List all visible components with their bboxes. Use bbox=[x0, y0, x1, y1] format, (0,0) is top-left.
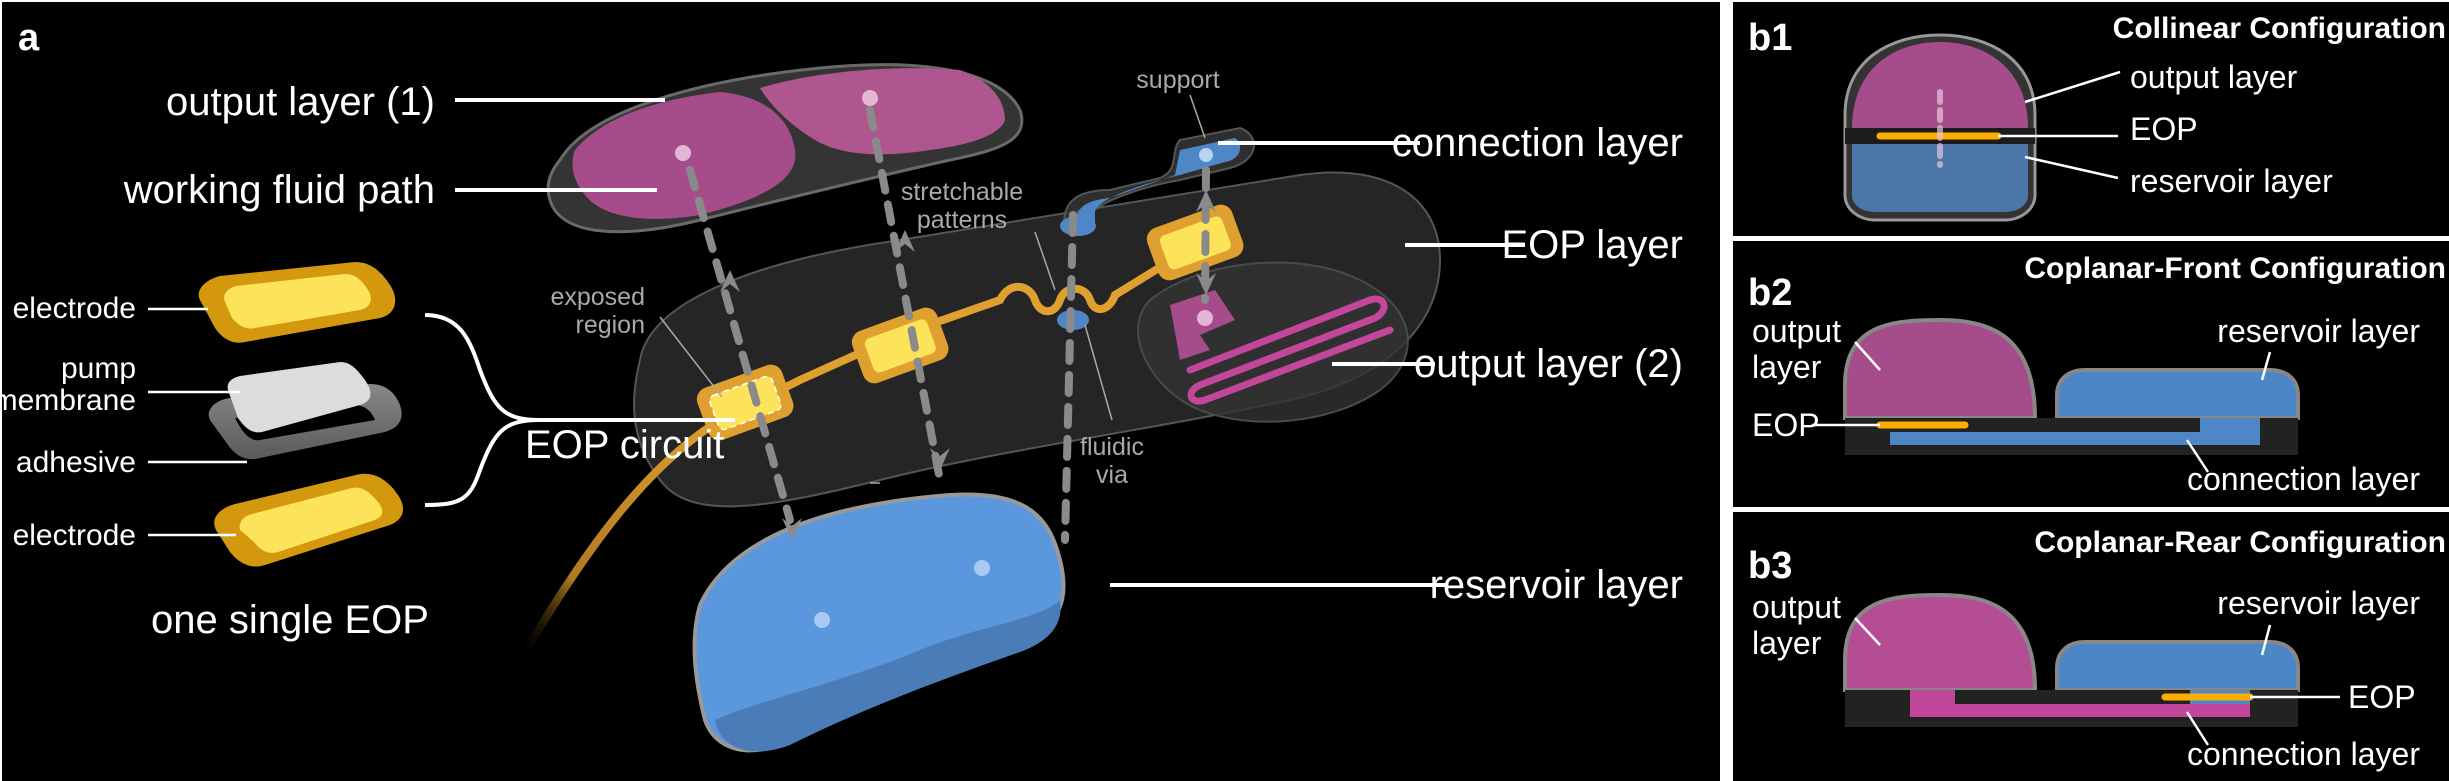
panel-b2-label: b2 bbox=[1748, 272, 1792, 314]
flow-arrow bbox=[1061, 211, 1077, 544]
label-one-single-eop: one single EOP bbox=[151, 598, 429, 642]
leader-line bbox=[1189, 94, 1206, 139]
label-eop-circuit: EOP circuit bbox=[525, 423, 724, 467]
b3-output-layer bbox=[1843, 592, 2038, 692]
b2-label-reservoir: reservoir layer bbox=[2217, 313, 2420, 349]
electrode-bottom bbox=[214, 473, 404, 567]
b1-label-eop: EOP bbox=[2130, 111, 2198, 147]
leader-line bbox=[2024, 155, 2119, 180]
label-working-fluid-path: working fluid path bbox=[123, 168, 435, 212]
brace bbox=[424, 313, 541, 507]
leader-line bbox=[2024, 70, 2121, 104]
fluid-dot bbox=[862, 90, 878, 106]
leader-line bbox=[2260, 624, 2272, 656]
b1-label-reservoir: reservoir layer bbox=[2130, 163, 2333, 199]
small-leader-lines bbox=[659, 94, 1206, 484]
leader-line bbox=[2185, 711, 2210, 746]
label-exposed-line1: exposed bbox=[550, 283, 645, 311]
arrowhead-icon bbox=[930, 448, 950, 470]
label-pump-line1: pump bbox=[61, 352, 136, 385]
b3-connection-layer bbox=[1910, 704, 2250, 717]
label-electrode-top: electrode bbox=[13, 292, 136, 325]
panel-b1-title: Collinear Configuration bbox=[2113, 12, 2446, 45]
b1-reservoir-layer bbox=[1852, 144, 2028, 212]
label-support: support bbox=[1136, 66, 1219, 94]
leader-line bbox=[1854, 341, 1881, 371]
b3-label-reservoir: reservoir layer bbox=[2217, 585, 2420, 621]
single-eop-stack bbox=[198, 262, 735, 567]
circuit-pad-2 bbox=[851, 307, 949, 384]
label-electrode-bottom: electrode bbox=[13, 519, 136, 552]
flow-arrow bbox=[686, 166, 794, 524]
arrow-heads bbox=[720, 190, 1216, 540]
b2-reservoir-layer bbox=[2055, 368, 2300, 420]
b2-output-layer bbox=[1843, 317, 2038, 420]
circuit-pad-3 bbox=[1146, 204, 1244, 281]
label-connection-layer: connection layer bbox=[1392, 121, 1683, 165]
leader-line bbox=[659, 316, 723, 398]
label-output-layer-1: output layer (1) bbox=[166, 80, 435, 124]
label-stretchable-line1: stretchable bbox=[901, 178, 1023, 206]
b3-label-eop: EOP bbox=[2348, 679, 2416, 715]
panel-b2-title: Coplanar-Front Configuration bbox=[2024, 252, 2446, 285]
fluid-dot bbox=[675, 145, 691, 161]
panel-b3-label: b3 bbox=[1748, 545, 1792, 587]
b3-leaders bbox=[1854, 617, 2340, 746]
leader-line bbox=[1084, 324, 1113, 421]
output-layer-1 bbox=[546, 63, 1024, 234]
b1-label-output: output layer bbox=[2130, 59, 2298, 95]
panel-b1-label: b1 bbox=[1748, 17, 1792, 59]
label-reservoir-layer: reservoir layer bbox=[1430, 563, 1683, 607]
b3-label-output-line2: layer bbox=[1752, 625, 1822, 661]
output-lobe-right bbox=[760, 68, 1005, 155]
b3-cross-section bbox=[1843, 592, 2300, 727]
b2-label-output-line1: output bbox=[1752, 313, 1841, 349]
electrode-top bbox=[198, 262, 396, 343]
b2-cross-section bbox=[1843, 317, 2300, 455]
panel-a-label: a bbox=[18, 17, 40, 59]
b1-cross-section bbox=[1843, 33, 2037, 222]
label-pump-line2: membrane bbox=[0, 384, 136, 417]
b3-reservoir-layer bbox=[2055, 640, 2300, 692]
output-layer-2-shape bbox=[1170, 290, 1394, 405]
arrowhead-icon bbox=[1196, 273, 1216, 295]
panel-b3-title: Coplanar-Rear Configuration bbox=[2034, 526, 2446, 559]
label-fluidic-line2: via bbox=[1096, 461, 1128, 489]
fluid-dot bbox=[974, 560, 990, 576]
flow-arrow bbox=[866, 106, 944, 484]
label-eop-layer: EOP layer bbox=[1501, 223, 1683, 267]
b2-leaders bbox=[1812, 341, 2272, 473]
b3-label-connection: connection layer bbox=[2187, 736, 2420, 772]
label-stretchable-line2: patterns bbox=[917, 206, 1007, 234]
leader-line bbox=[2260, 351, 2272, 381]
reservoir-layer-shape bbox=[692, 492, 1066, 753]
label-adhesive: adhesive bbox=[16, 446, 136, 479]
b1-output-layer bbox=[1852, 42, 2028, 128]
arrowhead-icon bbox=[720, 270, 740, 292]
leader-line bbox=[1854, 617, 1881, 646]
leader-line bbox=[1034, 231, 1056, 291]
fluid-dot bbox=[814, 612, 830, 628]
arrowhead-icon bbox=[895, 230, 915, 252]
b3-label-output-line1: output bbox=[1752, 589, 1841, 625]
b2-label-output-line2: layer bbox=[1752, 349, 1822, 385]
leader-line bbox=[2185, 439, 2210, 473]
label-fluidic-line1: fluidic bbox=[1080, 433, 1144, 461]
label-output-layer-2: output layer (2) bbox=[1414, 342, 1683, 386]
b1-leaders bbox=[1998, 70, 2121, 180]
arrowhead-icon bbox=[1196, 190, 1216, 212]
arrowhead-icon bbox=[782, 518, 802, 540]
b2-label-connection: connection layer bbox=[2187, 461, 2420, 497]
leader-lines-a bbox=[148, 98, 1525, 587]
pump-membrane bbox=[227, 362, 371, 433]
b2-connection-layer bbox=[1890, 432, 2260, 445]
label-exposed-line2: region bbox=[576, 311, 646, 339]
b2-label-eop: EOP bbox=[1752, 407, 1820, 443]
